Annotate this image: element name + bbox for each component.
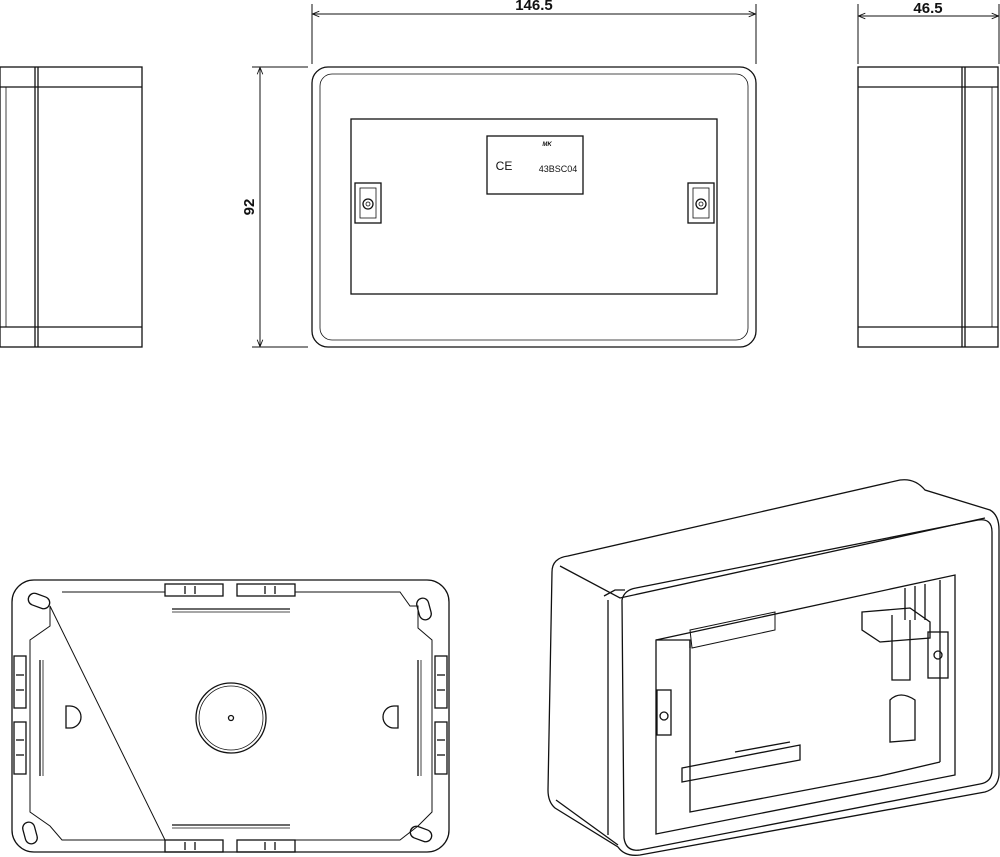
top-knockouts [164,583,296,613]
depth-dimension: 46.5 [913,0,942,17]
right-knockouts [417,655,448,776]
front-opening [350,118,718,295]
corner-slot [22,821,38,845]
brand-logo: MK [542,142,552,148]
left-knockouts [13,655,44,776]
corner-slot [416,597,432,621]
screw-lug-left [354,182,382,224]
mounting-hole-right [382,705,399,729]
dimension-lines [252,4,1000,348]
label-plate [486,135,584,195]
isometric-view [547,479,1000,856]
height-dimension: 92 [241,199,258,216]
iso-lug-left [656,689,672,736]
corner-slot [409,825,433,843]
model-number: 43BSC04 [539,164,578,174]
left-side-view [0,66,143,348]
central-knockout [195,682,267,754]
right-side-view [857,66,999,348]
front-view [311,66,757,348]
mounting-hole-left [65,705,82,729]
corner-slot [27,592,51,610]
bottom-knockouts [164,824,296,853]
width-dimension: 146.5 [515,0,553,14]
iso-lug-right [861,607,949,681]
ce-mark: CE [496,159,513,173]
rear-view [11,579,450,853]
screw-lug-right [687,182,715,224]
